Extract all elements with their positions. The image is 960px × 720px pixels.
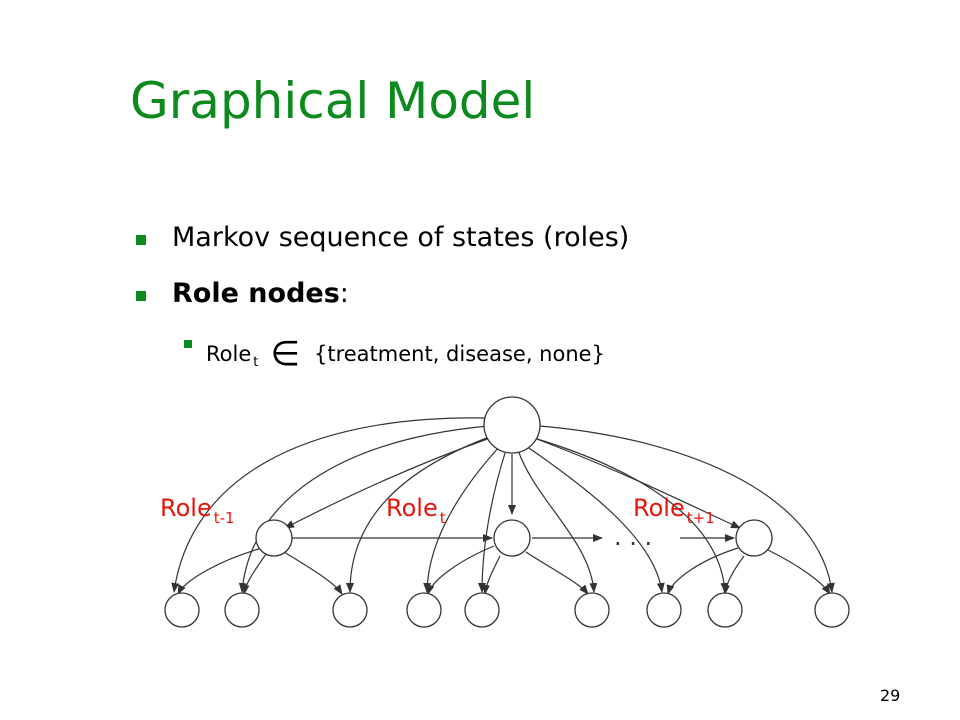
leaf-node — [646, 592, 682, 628]
leaf-node — [574, 592, 610, 628]
role-node-t-minus-1 — [255, 519, 293, 557]
edge-top-to-leaf — [525, 445, 665, 593]
edge-top-to-leaf — [539, 425, 835, 593]
edge-top-to-role — [533, 437, 741, 529]
edge-top-to-leaf — [533, 437, 729, 593]
edge-top-to-leaf — [517, 449, 598, 593]
graph-nodes — [164, 396, 850, 628]
leaf-node — [406, 592, 442, 628]
edge-role-to-leaf — [767, 549, 831, 595]
edge-role-to-leaf — [721, 555, 745, 595]
slide-title: Graphical Model — [130, 72, 536, 130]
role-node-t — [493, 519, 531, 557]
edge-role-to-leaf — [241, 553, 267, 595]
edge-role-to-leaf — [666, 547, 739, 595]
leaf-node — [332, 592, 368, 628]
bullet-text: Markov sequence of states (roles) — [172, 222, 630, 253]
bullet-colon: : — [339, 278, 349, 309]
edge-role-to-leaf — [283, 551, 343, 595]
role-text: Role — [206, 342, 252, 366]
role-label-sub: t — [439, 509, 446, 527]
bullet-square-icon — [184, 340, 192, 348]
edge-top-to-leaf — [478, 449, 507, 593]
bullet-square-icon — [136, 235, 146, 245]
role-value-set: {treatment, disease, none} — [314, 342, 605, 366]
graph-edges — [171, 417, 835, 595]
bullet-square-icon — [136, 291, 146, 301]
role-node-t-plus-1 — [735, 519, 773, 557]
role-label-sub: t+1 — [686, 509, 715, 527]
edge-role-to-leaf — [177, 547, 263, 595]
role-label-main: Role — [386, 494, 438, 522]
edge-top-to-leaf — [171, 417, 487, 593]
role-label-sub: t-1 — [213, 509, 235, 527]
leaf-node — [164, 592, 200, 628]
leaf-node — [224, 592, 260, 628]
edge-top-to-role — [284, 437, 491, 529]
role-label-main: Role — [160, 494, 212, 522]
edge-role-to-leaf — [426, 545, 495, 595]
edge-role-to-leaf — [525, 551, 589, 595]
leaf-node — [707, 592, 743, 628]
role-label-main: Role — [633, 494, 685, 522]
chain-ellipsis: . . . — [614, 523, 652, 551]
role-subscript: t — [253, 355, 259, 370]
page-number: 29 — [880, 686, 901, 705]
top-node — [483, 396, 541, 454]
leaf-node — [814, 592, 850, 628]
element-of-symbol: ∈ — [270, 334, 300, 374]
leaf-node — [464, 592, 500, 628]
edge-top-to-leaf — [423, 445, 501, 593]
edge-top-to-leaf — [238, 425, 489, 593]
bullet-bold-text: Role nodes — [172, 278, 340, 309]
edge-role-to-leaf — [481, 555, 501, 595]
